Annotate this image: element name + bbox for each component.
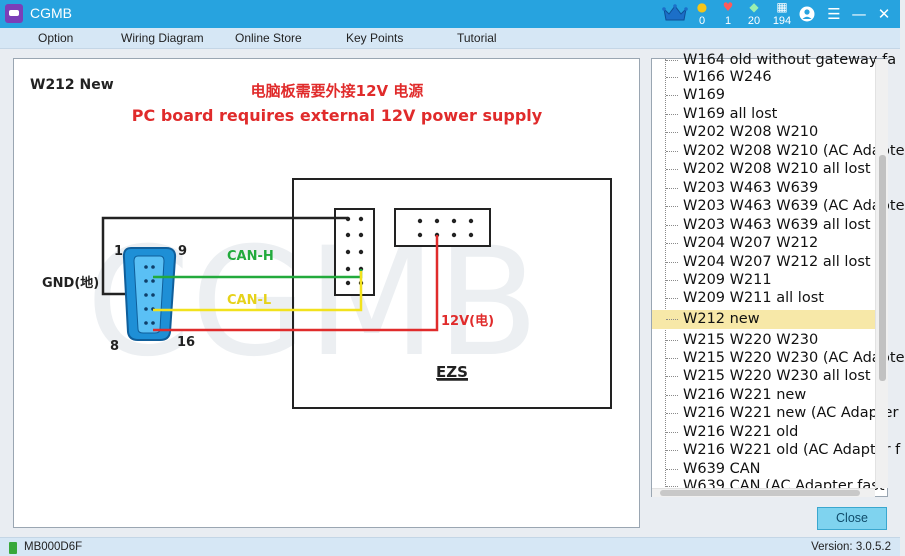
list-item[interactable]: W203 W463 W639 all lost (652, 216, 875, 235)
device-id: MB000D6F (24, 541, 83, 553)
wiring-diagram: CGMB W212 New 电脑板需要外接12V 电源 PC board req… (30, 77, 612, 409)
ezs-label: EZS (436, 363, 468, 381)
list-item[interactable]: W204 W207 W212 (652, 234, 875, 253)
token-icon: ▦ (776, 0, 788, 14)
list-item[interactable]: W209 W211 (652, 271, 875, 290)
title-bar: CGMB ● 0 ♥ 1 ◆ 20 ▦ 194 ☰ — ✕ (0, 0, 900, 28)
can-l-label: CAN-L (227, 293, 271, 308)
hearts-count: 1 (724, 15, 732, 27)
obd-connector (122, 247, 177, 341)
crown-icon[interactable] (662, 3, 688, 23)
tokens-stat[interactable]: ▦ 194 (767, 0, 797, 28)
status-bar: MB000D6F Version: 3.0.5.2 (0, 537, 900, 556)
list-item[interactable]: W215 W220 W230 (AC Adapte (652, 349, 905, 368)
menu-bar: Option Wiring Diagram Online Store Key P… (0, 28, 900, 49)
heart-icon: ♥ (722, 0, 734, 14)
wiring-diagram-panel: CGMB W212 New 电脑板需要外接12V 电源 PC board req… (13, 58, 640, 528)
vehicle-model-list[interactable]: W164 old without gateway fa W166 W246 W1… (651, 52, 905, 497)
list-item[interactable]: W216 W221 old (AC Adapter f (652, 441, 900, 460)
pin-16-label: 16 (177, 335, 195, 350)
list-item[interactable]: W215 W220 W230 (652, 331, 875, 350)
model-title: W212 New (30, 77, 114, 93)
menu-icon[interactable]: ☰ (827, 5, 841, 23)
can-l-wire (153, 271, 363, 312)
tree-guide-line (665, 59, 666, 489)
gnd-label: GND(地) (42, 275, 99, 291)
coin-icon: ● (696, 0, 708, 14)
horizontal-scroll-thumb[interactable] (660, 490, 860, 496)
gem-icon: ◆ (749, 0, 759, 14)
notice-chinese: 电脑板需要外接12V 电源 (251, 82, 424, 100)
list-item[interactable]: W216 W221 new (652, 386, 875, 405)
can-h-label: CAN-H (227, 249, 274, 264)
gnd-wire (101, 216, 348, 296)
menu-wiring-diagram[interactable]: Wiring Diagram (121, 31, 204, 45)
list-item[interactable]: W169 all lost (652, 105, 875, 124)
list-item[interactable]: W169 (652, 86, 875, 105)
list-item[interactable]: W203 W463 W639 (AC Adapte (652, 197, 905, 216)
close-button[interactable]: Close (817, 507, 887, 530)
list-item[interactable]: W215 W220 W230 all lost (652, 367, 875, 386)
list-item[interactable]: W202 W208 W210 (652, 123, 875, 142)
menu-option[interactable]: Option (38, 31, 74, 45)
left-connector (334, 208, 375, 296)
power-wire (153, 235, 439, 332)
gems-count: 20 (747, 15, 761, 27)
list-item[interactable]: W209 W211 all lost (652, 289, 875, 308)
list-horizontal-scrollbar[interactable] (652, 488, 875, 497)
pin-1-label: 1 (114, 244, 123, 259)
app-logo-icon (5, 4, 23, 23)
menu-online-store[interactable]: Online Store (235, 31, 302, 45)
list-item[interactable]: W164 old without gateway fa (652, 51, 896, 70)
list-item[interactable]: W639 CAN (652, 460, 875, 479)
menu-key-points[interactable]: Key Points (346, 31, 404, 45)
ezs-module-box (292, 178, 612, 409)
app-version: Version: 3.0.5.2 (811, 541, 891, 553)
device-icon (9, 542, 17, 554)
list-item[interactable]: W216 W221 old (652, 423, 875, 442)
notice-english: PC board requires external 12V power sup… (132, 106, 543, 125)
right-connector (394, 208, 491, 247)
user-icon[interactable] (797, 4, 817, 24)
app-title: CGMB (30, 5, 72, 21)
list-item[interactable]: W202 W208 W210 all lost (652, 160, 875, 179)
tokens-count: 194 (772, 15, 792, 27)
pin-8-label: 8 (110, 339, 119, 354)
coins-stat[interactable]: ● 0 (687, 0, 717, 28)
list-item[interactable]: W202 W208 W210 (AC Adapte (652, 142, 905, 161)
list-item[interactable]: W204 W207 W212 all lost (652, 253, 875, 272)
list-item-selected[interactable]: W212 new (652, 310, 875, 329)
gems-stat[interactable]: ◆ 20 (739, 0, 769, 28)
coins-count: 0 (698, 15, 706, 27)
close-window-icon[interactable]: ✕ (877, 5, 891, 23)
hearts-stat[interactable]: ♥ 1 (713, 0, 743, 28)
minimize-icon[interactable]: — (851, 5, 867, 23)
list-vertical-scrollbar[interactable] (875, 59, 888, 488)
pin-9-label: 9 (178, 244, 187, 259)
list-item[interactable]: W166 W246 (652, 68, 875, 87)
menu-tutorial[interactable]: Tutorial (457, 31, 497, 45)
list-item[interactable]: W216 W221 new (AC Adapter (652, 404, 898, 423)
power-label: 12V(电) (441, 313, 494, 329)
vertical-scroll-thumb[interactable] (879, 155, 886, 381)
list-item[interactable]: W203 W463 W639 (652, 179, 875, 198)
